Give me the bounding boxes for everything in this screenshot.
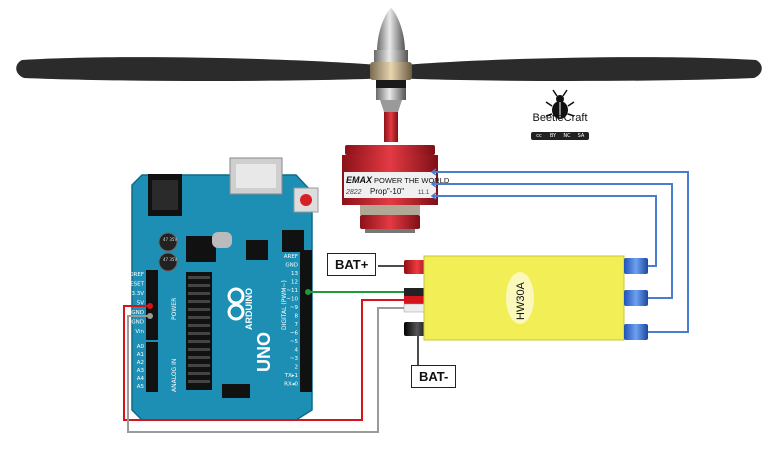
board-brand: ARDUINO: [244, 288, 254, 330]
brand-block: BeetleCraft cc BY NC SA: [528, 92, 592, 142]
digital-pin-5: ~10: [286, 297, 298, 303]
power-pin-6: Vin: [135, 329, 144, 335]
digital-pin-4: ~11: [286, 288, 298, 294]
analog-pin-4: A4: [137, 376, 145, 382]
digital-pin-11: 4: [295, 348, 299, 354]
motor-model: 2822: [345, 189, 362, 196]
power-pin-2: 3.3V: [131, 291, 144, 297]
control-wires: [123, 289, 410, 433]
digital-pin-1: GND: [285, 263, 298, 269]
power-pin-labels: IOREF RESET 3.3V 5V GND GND Vin: [126, 272, 144, 335]
power-pin-5: GND: [131, 320, 144, 326]
cap-label-1: 47 35V: [163, 237, 177, 242]
digital-pin-8: 7: [295, 322, 299, 328]
power-pin-1: RESET: [126, 282, 144, 288]
power-header-label: POWER: [171, 298, 178, 320]
beetle-icon: [545, 89, 575, 119]
analog-pin-3: A3: [137, 368, 145, 374]
board-model: UNO: [254, 332, 274, 372]
analog-pin-5: A5: [137, 384, 145, 390]
analog-pin-0: A0: [137, 344, 145, 350]
motor-suffix: 11.1: [418, 190, 430, 196]
analog-pin-1: A1: [137, 352, 144, 358]
license-nc: NC: [563, 133, 571, 139]
digital-pin-9: ~6: [290, 331, 299, 337]
arduino-logo-icon: [227, 287, 245, 321]
analog-header-label: ANALOG IN: [171, 359, 178, 392]
digital-pin-2: 13: [291, 271, 298, 277]
propeller: [16, 57, 762, 81]
license-cc: cc: [536, 133, 542, 139]
motor-prop: Prop"-10": [370, 187, 404, 196]
motor-phase-wires: [430, 168, 689, 333]
esc-label: HW30A: [515, 281, 527, 320]
digital-pin-7: 8: [295, 314, 299, 320]
arduino-uno-board: 47 35V 47 35V IOREFRESET3.3V5VGNDGNDVin …: [126, 157, 319, 421]
license-by: BY: [549, 133, 557, 139]
bat-minus-label: BAT-: [411, 365, 457, 388]
digital-pin-labels: AREF GND 13 12 ~11 ~10 ~9 8 7 ~6 ~5 4 ~3 2TX▸1RX◂0: [284, 254, 299, 388]
brand-name: BeetleCraft: [532, 112, 588, 124]
license-sa: SA: [577, 133, 585, 139]
digital-pin-3: 12: [291, 280, 298, 286]
power-pin-3: 5V: [137, 301, 144, 307]
digital-pin-10: ~5: [290, 339, 299, 345]
digital-pin-15: RX◂0: [284, 382, 298, 388]
cap-label-2: 47 35V: [163, 257, 177, 262]
digital-pin-12: ~3: [290, 356, 299, 362]
esc-controller: HW30A: [403, 255, 648, 341]
power-pin-0: IOREF: [128, 272, 144, 278]
motor-slogan: POWER THE WORLD: [374, 176, 450, 185]
bat-plus-label: BAT+: [327, 253, 377, 276]
analog-pin-2: A2: [137, 360, 144, 366]
digital-pin-13: 2: [295, 365, 299, 371]
callout-leaders: [378, 265, 419, 366]
power-pin-4: GND: [131, 310, 144, 316]
motor-brand: EMAX: [346, 175, 373, 185]
brushless-motor: EMAX POWER THE WORLD 2822 Prop"-10" 11.1: [342, 8, 450, 233]
digital-pin-0: AREF: [284, 254, 298, 260]
digital-pin-6: ~9: [290, 305, 299, 311]
digital-header-label: DIGITAL (PWM~): [281, 280, 288, 330]
cc-license-icon: cc BY NC SA: [531, 132, 589, 140]
digital-pin-14: TX▸1: [284, 373, 298, 379]
